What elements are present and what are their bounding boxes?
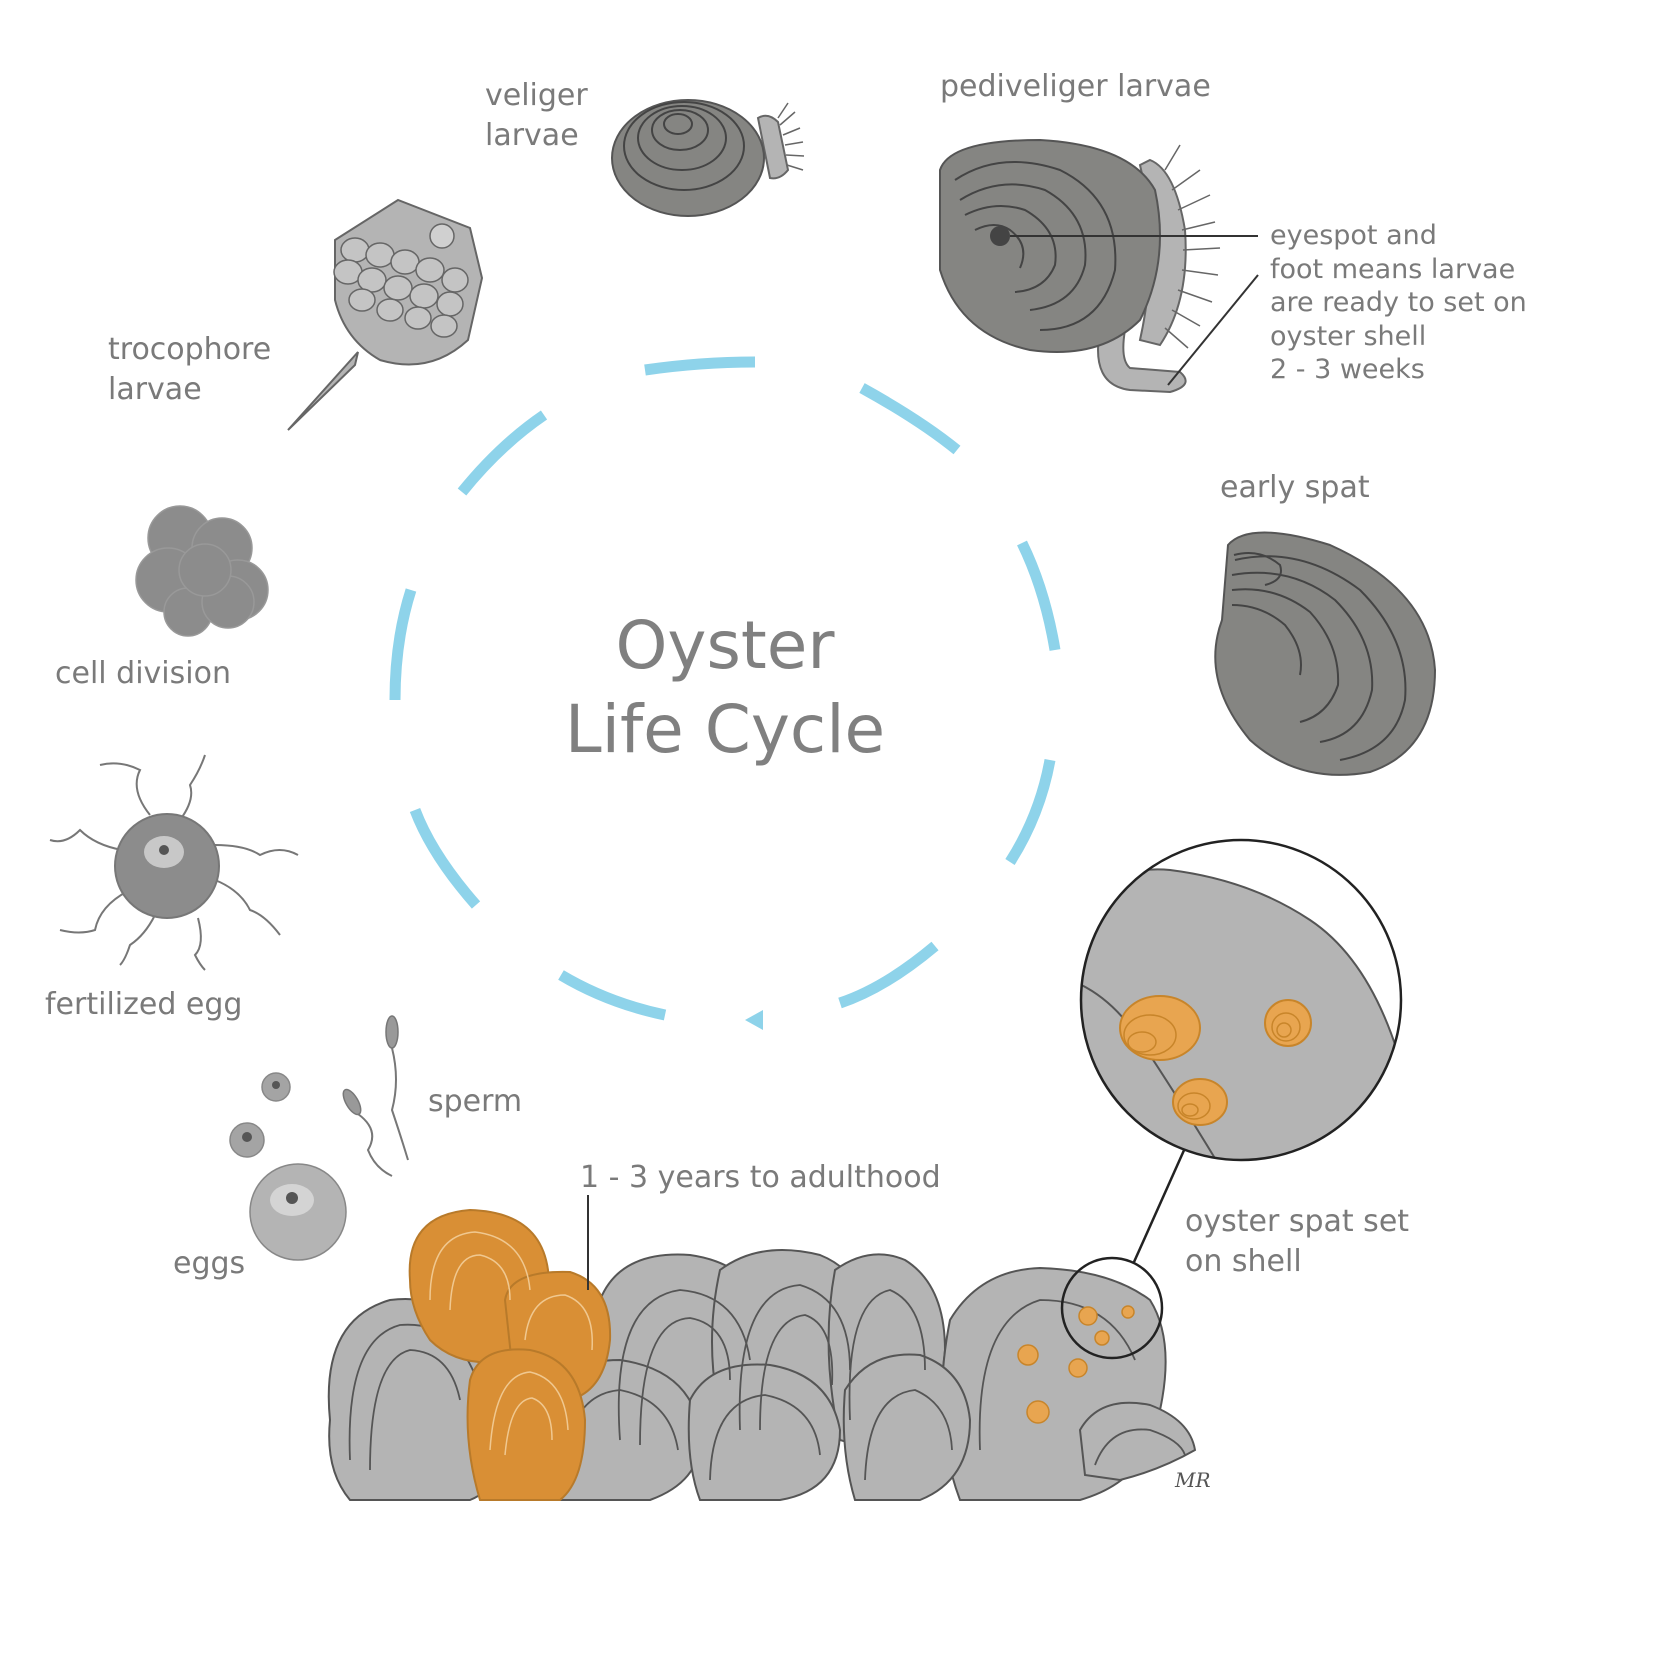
eggs-drawing <box>229 1072 347 1261</box>
cell-division-drawing <box>135 505 269 637</box>
oyster-reef-drawing <box>327 1147 1197 1501</box>
cycle-arc-4 <box>1005 759 1056 865</box>
fertilized-egg-drawing <box>49 754 299 971</box>
foot-leader-line <box>1167 274 1259 386</box>
cycle-arc-6 <box>558 970 667 1021</box>
zoom-source-circle <box>1060 1256 1164 1360</box>
label-pediveliger-note: eyespot and foot means larvae are ready … <box>1270 220 1527 385</box>
label-trocophore-larvae: trocophore larvae <box>108 332 272 407</box>
label-fertilized-egg: fertilized egg <box>45 987 243 1022</box>
cycle-arc-2 <box>859 383 961 455</box>
early-spat-drawing <box>1214 531 1437 776</box>
cycle-arc-9 <box>457 410 548 496</box>
label-sperm: sperm <box>428 1084 523 1119</box>
label-spat-set-on-shell: oyster spat set on shell <box>1185 1204 1410 1279</box>
label-pediveliger-larvae: pediveliger larvae <box>940 69 1211 104</box>
label-veliger-larvae: veliger larvae <box>485 78 588 153</box>
label-early-spat: early spat <box>1220 470 1370 505</box>
zoom-connector-line <box>1132 1147 1187 1263</box>
eyespot <box>990 226 1010 246</box>
cycle-arc-3 <box>1017 540 1061 651</box>
cycle-arrowhead <box>745 1010 763 1030</box>
trocophore-larvae-drawing <box>287 198 484 431</box>
cycle-arc-8 <box>389 588 417 701</box>
cycle-arc-7 <box>409 808 481 909</box>
label-eggs: eggs <box>173 1246 246 1281</box>
oyster-life-cycle-diagram: Oyster Life Cycle veliger larvae pedivel… <box>45 69 1527 1501</box>
diagram-artwork <box>49 99 1437 1501</box>
cycle-arc-1 <box>644 356 756 376</box>
title-line-2: Life Cycle <box>564 691 886 768</box>
cycle-arc-5 <box>838 941 939 1009</box>
label-cell-division: cell division <box>55 656 231 691</box>
magnified-spat-on-shell <box>1079 838 1403 1162</box>
pediveliger-larvae-drawing <box>939 138 1259 394</box>
artist-signature: MR <box>1175 1468 1211 1492</box>
sperm-drawing <box>342 1015 409 1177</box>
veliger-larvae-drawing <box>611 99 805 217</box>
title-line-1: Oyster <box>615 607 835 684</box>
label-adulthood: 1 - 3 years to adulthood <box>580 1160 941 1195</box>
cycle-arrow <box>389 356 1061 1021</box>
